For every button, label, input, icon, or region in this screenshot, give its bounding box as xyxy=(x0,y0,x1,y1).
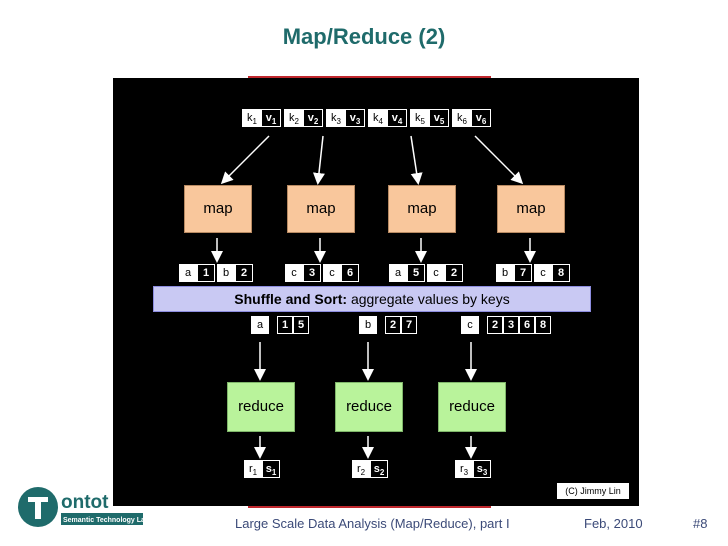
map1-out-value-1: 1 xyxy=(197,264,215,282)
shuffle-bold-label: Shuffle and Sort: xyxy=(234,291,348,307)
arrow-input-map4 xyxy=(474,135,524,185)
map1-out-key-2: b xyxy=(217,264,235,282)
group-a-value-1: 1 xyxy=(277,316,293,334)
group-c-value-1: 2 xyxy=(487,316,503,334)
map-box-1: map xyxy=(184,185,252,233)
slide-title: Map/Reduce (2) xyxy=(282,24,446,49)
map4-out-key-2: c xyxy=(534,264,552,282)
reduce-out-value-2: s2 xyxy=(370,460,388,478)
map3-out-value-1: 5 xyxy=(407,264,425,282)
footer-date: Feb, 2010 xyxy=(584,516,643,531)
arrow-input-map3 xyxy=(410,135,423,185)
input-value-6: v6 xyxy=(471,109,491,127)
group-c-value-4: 8 xyxy=(535,316,551,334)
svg-text:Semantic Technology Lab: Semantic Technology Lab xyxy=(63,517,147,524)
input-value-4: v4 xyxy=(387,109,407,127)
group-key-c: c xyxy=(461,316,479,334)
shuffle-description: aggregate values by keys xyxy=(347,291,510,307)
reduce-box-3: reduce xyxy=(438,382,506,432)
map1-out-value-2: 2 xyxy=(235,264,253,282)
footer-line xyxy=(248,506,491,508)
map4-out-key-1: b xyxy=(496,264,514,282)
ontotext-logo: ontot Semantic Technology Lab xyxy=(17,486,149,535)
map4-out-value-1: 7 xyxy=(514,264,532,282)
reduce-out-value-1: s1 xyxy=(262,460,280,478)
group-c-value-2: 3 xyxy=(503,316,519,334)
footer-title: Large Scale Data Analysis (Map/Reduce), … xyxy=(235,516,510,531)
input-key-1: k1 xyxy=(242,109,262,127)
map3-out-key-1: a xyxy=(389,264,407,282)
reduce-box-1: reduce xyxy=(227,382,295,432)
arrow-input-map1 xyxy=(220,135,270,185)
reduce-out-key-1: r1 xyxy=(244,460,262,478)
input-key-2: k2 xyxy=(284,109,304,127)
map-box-4: map xyxy=(497,185,565,233)
group-b-value-2: 7 xyxy=(401,316,417,334)
flow-arrows xyxy=(211,135,536,459)
group-c-value-3: 6 xyxy=(519,316,535,334)
input-key-4: k4 xyxy=(368,109,388,127)
input-key-5: k5 xyxy=(410,109,430,127)
map4-out-value-2: 8 xyxy=(552,264,570,282)
map2-out-key-2: c xyxy=(323,264,341,282)
group-key-b: b xyxy=(359,316,377,334)
map3-out-key-2: c xyxy=(427,264,445,282)
group-b-value-1: 2 xyxy=(385,316,401,334)
map-box-2: map xyxy=(287,185,355,233)
reduce-out-key-2: r2 xyxy=(352,460,370,478)
reduce-box-2: reduce xyxy=(335,382,403,432)
map-box-3: map xyxy=(388,185,456,233)
shuffle-sort-bar: Shuffle and Sort: aggregate values by ke… xyxy=(153,286,591,312)
input-value-1: v1 xyxy=(261,109,281,127)
map2-out-value-2: 6 xyxy=(341,264,359,282)
arrow-input-map2 xyxy=(313,135,325,185)
reduce-out-value-3: s3 xyxy=(473,460,491,478)
input-key-3: k3 xyxy=(326,109,346,127)
slide-number: #8 xyxy=(693,516,708,531)
input-value-2: v2 xyxy=(303,109,323,127)
map2-out-value-1: 3 xyxy=(303,264,321,282)
ontotext-logo-mark: ontot Semantic Technology Lab xyxy=(18,487,149,527)
title-underline xyxy=(248,76,491,78)
input-key-6: k6 xyxy=(452,109,472,127)
input-value-3: v3 xyxy=(345,109,365,127)
input-value-5: v5 xyxy=(429,109,449,127)
svg-text:ontot: ontot xyxy=(61,492,109,513)
group-key-a: a xyxy=(251,316,269,334)
map1-out-key-1: a xyxy=(179,264,197,282)
map3-out-value-2: 2 xyxy=(445,264,463,282)
reduce-out-key-3: r3 xyxy=(455,460,473,478)
group-a-value-2: 5 xyxy=(293,316,309,334)
copyright-credit: (C) Jimmy Lin xyxy=(557,483,629,499)
map2-out-key-1: c xyxy=(285,264,303,282)
